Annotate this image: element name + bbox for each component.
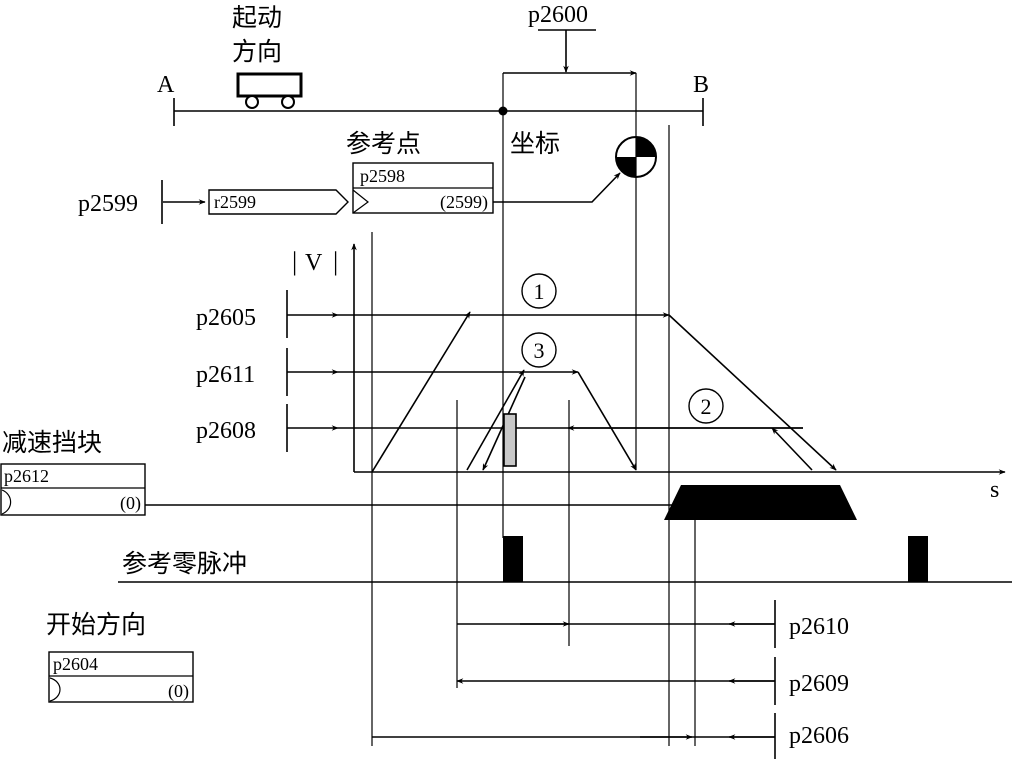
v-axis-label: V — [305, 250, 323, 276]
profile-ramp-up-2 — [771, 427, 813, 471]
zero-pulse-2 — [908, 536, 928, 582]
v-axis-bar-left: | — [292, 247, 297, 276]
phase-2-number: 2 — [701, 394, 712, 419]
start-direction-label-line1: 起动 — [232, 3, 282, 32]
p2606-label: p2606 — [789, 723, 849, 749]
p2604-value: (0) — [168, 681, 189, 702]
point-a-label: A — [157, 72, 175, 98]
p2609-label: p2609 — [789, 671, 849, 697]
p2599-label: p2599 — [78, 191, 138, 217]
phase-2-marker: 2 — [688, 388, 724, 424]
p2598-value: (2599) — [440, 192, 488, 213]
p2604-label: p2604 — [53, 654, 98, 674]
profile-ramp-up-1 — [371, 311, 471, 473]
encoder-zero-mark-block — [503, 413, 517, 467]
phase-3-marker: 3 — [521, 332, 557, 368]
p2604-input-arc — [49, 677, 61, 702]
phase-3-number: 3 — [534, 338, 545, 363]
point-b-label: B — [693, 72, 709, 98]
decel-cam-label: 减速挡块 — [2, 428, 102, 457]
profile-ramp-down-3 — [577, 371, 637, 471]
p2598-label: p2598 — [360, 166, 405, 186]
decel-cam-block — [664, 485, 857, 520]
p2612-input-arc — [1, 489, 12, 515]
phase-1-number: 1 — [534, 279, 545, 304]
cart-icon — [236, 72, 303, 109]
start-direction-label-line2: 方向 — [232, 37, 282, 66]
coordinate-label: 坐标 — [510, 129, 560, 158]
r2599-label: r2599 — [214, 192, 256, 212]
reference-output-line — [493, 172, 621, 203]
p2610-label: p2610 — [789, 614, 849, 640]
reference-point-label: 参考点 — [346, 129, 421, 158]
p2605-label: p2605 — [196, 305, 256, 331]
s-axis-label: s — [990, 477, 999, 503]
p2598-input-chevron — [352, 189, 369, 214]
r2599-connector — [208, 189, 349, 215]
p2611-label: p2611 — [196, 362, 255, 388]
p2600-label: p2600 — [528, 2, 588, 28]
zero-pulse-label: 参考零脉冲 — [122, 549, 247, 578]
phase-1-marker: 1 — [521, 273, 557, 309]
v-axis-bar-right: | — [333, 247, 338, 276]
p2612-box — [0, 463, 146, 516]
p2608-label: p2608 — [196, 418, 256, 444]
profile-ramp-up-3-left — [466, 369, 525, 471]
p2612-label: p2612 — [4, 466, 49, 486]
p2612-value: (0) — [120, 493, 141, 514]
start-direction-title: 开始方向 — [46, 610, 146, 639]
p2604-box — [48, 651, 194, 703]
zero-pulse-1 — [503, 536, 523, 582]
profile-ramp-down-1 — [668, 314, 837, 471]
